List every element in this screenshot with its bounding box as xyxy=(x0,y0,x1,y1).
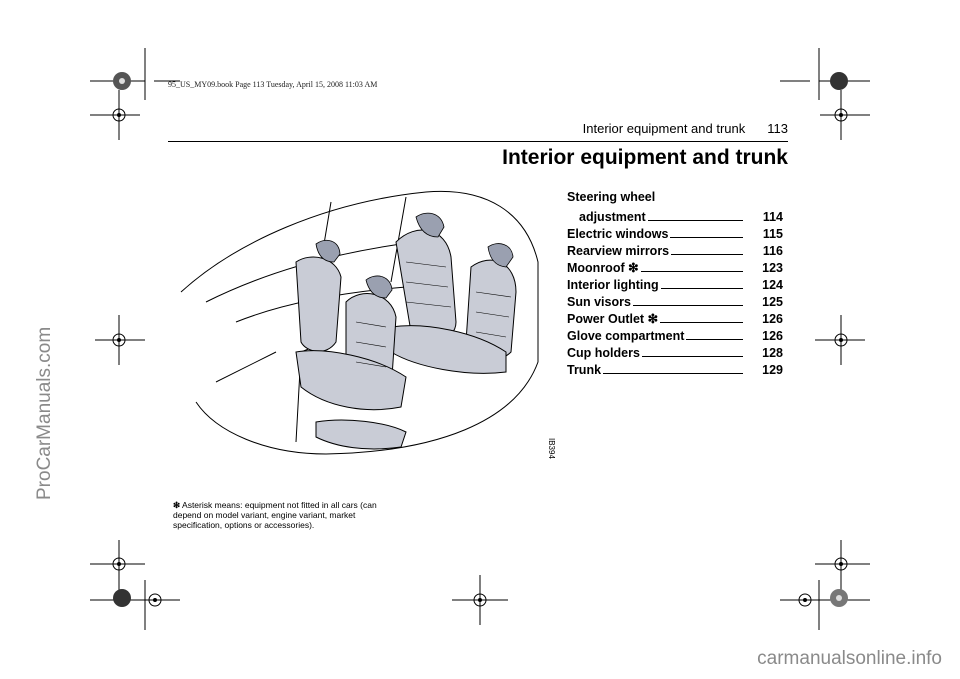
toc-entry-electric-windows[interactable]: Electric windows 115 xyxy=(567,224,783,241)
toc-page: 115 xyxy=(762,227,783,241)
toc-label-text: Power Outlet xyxy=(567,312,645,326)
toc-label: Moonroof ❇ xyxy=(567,260,639,275)
toc-list: Steering wheel adjustment 114 Electric w… xyxy=(567,190,783,377)
toc-leader xyxy=(671,254,743,255)
toc-label: Steering wheel xyxy=(567,190,656,204)
header-rule xyxy=(168,141,788,142)
toc-leader xyxy=(647,220,743,221)
toc-page: 126 xyxy=(762,312,783,326)
toc-entry-rearview-mirrors[interactable]: Rearview mirrors 116 xyxy=(567,241,783,258)
toc-leader xyxy=(660,288,743,289)
toc-label: adjustment xyxy=(579,210,646,224)
toc-entry-cup-holders[interactable]: Cup holders 128 xyxy=(567,343,783,360)
toc-leader xyxy=(686,339,743,340)
page-title: Interior equipment and trunk xyxy=(502,146,788,169)
toc-page: 129 xyxy=(762,363,783,377)
toc-label-text: Moonroof xyxy=(567,261,625,275)
toc-label: Glove compartment xyxy=(567,329,685,343)
toc-leader xyxy=(641,356,743,357)
footnote-text: Asterisk means: equipment not fitted in … xyxy=(173,500,377,530)
car-interior-illustration xyxy=(180,190,539,455)
toc-page: 125 xyxy=(762,295,783,309)
running-head: Interior equipment and trunk 113 xyxy=(583,121,788,136)
figure-id: IB394 xyxy=(547,438,556,459)
toc-label: Electric windows xyxy=(567,227,669,241)
toc-leader xyxy=(660,322,743,323)
asterisk-icon: ❇ xyxy=(173,500,181,510)
toc-entry-moonroof[interactable]: Moonroof ❇ 123 xyxy=(567,258,783,275)
asterisk-icon: ❇ xyxy=(628,261,639,275)
asterisk-footnote: ❇ Asterisk means: equipment not fitted i… xyxy=(173,500,383,530)
toc-entry-power-outlet[interactable]: Power Outlet ❇ 126 xyxy=(567,309,783,326)
page-number: 113 xyxy=(767,121,788,136)
watermark-bottom: carmanualsonline.info xyxy=(757,648,942,669)
toc-leader xyxy=(632,305,743,306)
toc-page: 116 xyxy=(762,244,783,258)
toc-entry-sun-visors[interactable]: Sun visors 125 xyxy=(567,292,783,309)
toc-label: Rearview mirrors xyxy=(567,244,670,258)
toc-label: Interior lighting xyxy=(567,278,659,292)
toc-page: 114 xyxy=(762,210,783,224)
toc-label: Power Outlet ❇ xyxy=(567,311,658,326)
toc-leader xyxy=(603,373,743,374)
watermark-left: ProCarManuals.com xyxy=(34,326,55,500)
toc-entry-trunk[interactable]: Trunk 129 xyxy=(567,360,783,377)
toc-page: 124 xyxy=(762,278,783,292)
toc-page: 126 xyxy=(762,329,783,343)
toc-entry-steering-line1[interactable]: Steering wheel xyxy=(567,190,783,207)
toc-leader xyxy=(670,237,743,238)
toc-entry-interior-lighting[interactable]: Interior lighting 124 xyxy=(567,275,783,292)
print-stamp: 95_US_MY09.book Page 113 Tuesday, April … xyxy=(168,80,378,89)
toc-leader xyxy=(640,271,743,272)
toc-entry-steering[interactable]: adjustment 114 xyxy=(567,207,783,224)
toc-label: Trunk xyxy=(567,363,602,377)
toc-entry-glove-compartment[interactable]: Glove compartment 126 xyxy=(567,326,783,343)
asterisk-icon: ❇ xyxy=(647,312,659,326)
toc-label: Cup holders xyxy=(567,346,640,360)
toc-label: Sun visors xyxy=(567,295,631,309)
running-head-section: Interior equipment and trunk xyxy=(582,121,746,136)
toc-page: 128 xyxy=(762,346,783,360)
toc-page: 123 xyxy=(762,261,783,275)
